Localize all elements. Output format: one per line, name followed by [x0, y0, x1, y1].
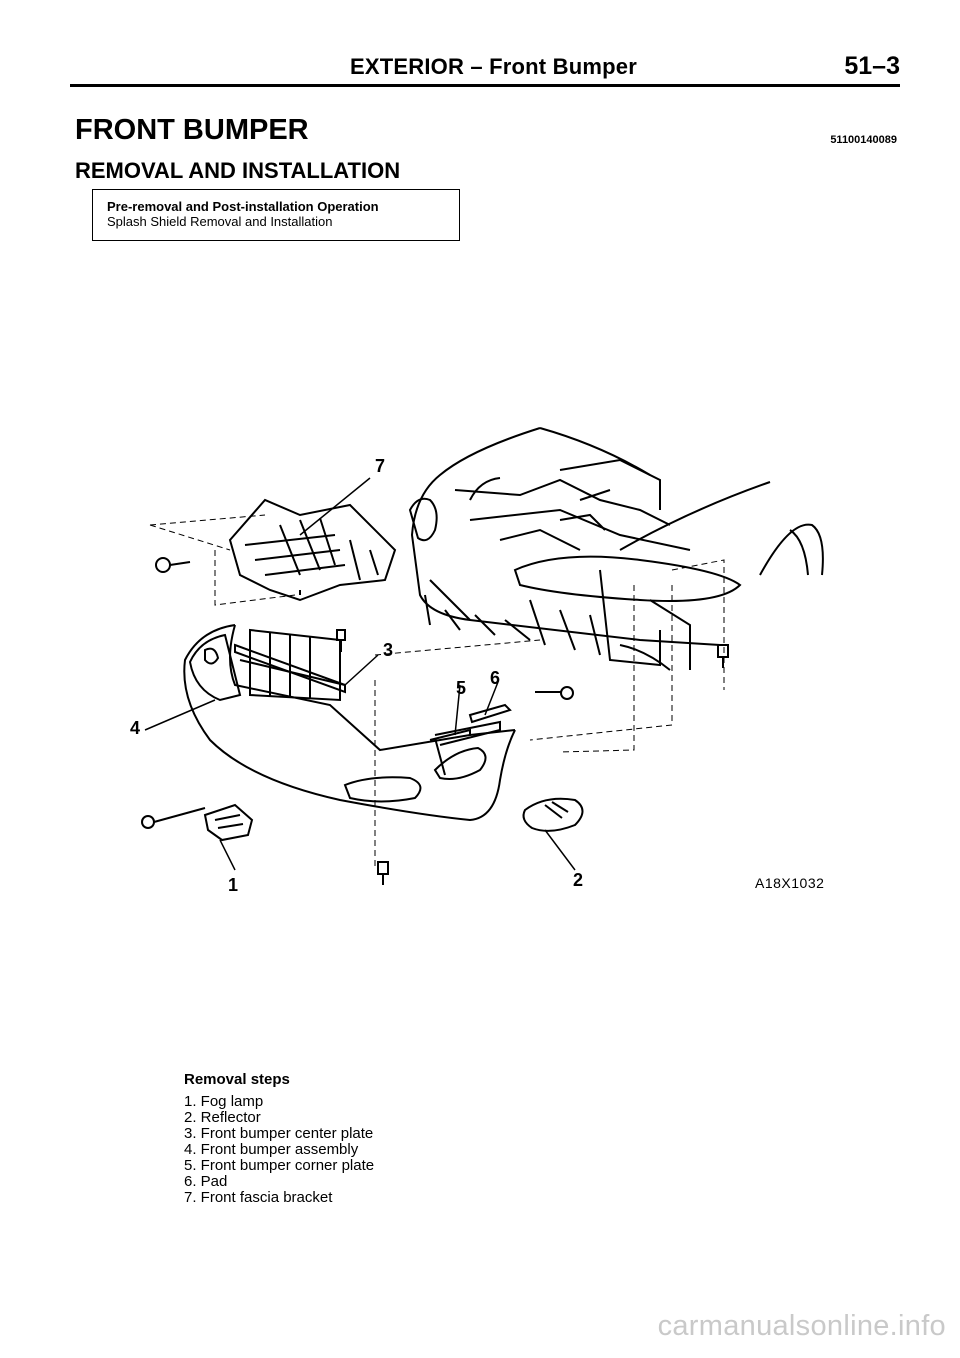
bumper-exploded-diagram: [141, 427, 824, 885]
callout-2: 2: [573, 870, 584, 890]
leader-lines: [144, 477, 576, 871]
removal-steps-heading: Removal steps: [184, 1071, 290, 1088]
removal-step: 7. Front fascia bracket: [184, 1189, 333, 1206]
watermark: carmanualsonline.info: [657, 1310, 946, 1342]
removal-step: 5. Front bumper corner plate: [184, 1157, 375, 1174]
header-title: EXTERIOR – Front Bumper: [350, 54, 637, 79]
removal-step: 3. Front bumper center plate: [184, 1125, 374, 1142]
reflector: [522, 797, 584, 832]
car-body-outline: [408, 427, 824, 671]
removal-step: 2. Reflector: [184, 1109, 261, 1126]
operation-box: Pre-removal and Post-installation Operat…: [92, 189, 460, 241]
front-bumper-assembly: [183, 624, 516, 822]
front-fascia-bracket: [155, 498, 397, 602]
callout-6: 6: [490, 668, 501, 688]
front-bumper-center-plate: [234, 643, 346, 694]
page-header: EXTERIOR – Front Bumper 51–3: [70, 48, 900, 87]
section-subtitle: REMOVAL AND INSTALLATION: [75, 158, 401, 183]
page-number: 51–3: [844, 52, 900, 80]
document-code: 51100140089: [830, 134, 897, 146]
operation-text: Splash Shield Removal and Installation: [107, 214, 333, 229]
corner-plate-and-pad: [429, 703, 512, 741]
callout-5: 5: [456, 678, 467, 698]
removal-step: 4. Front bumper assembly: [184, 1141, 359, 1158]
removal-step: 6. Pad: [184, 1173, 228, 1190]
callout-4: 4: [130, 718, 141, 738]
figure-code: A18X1032: [755, 875, 825, 891]
removal-step: 1. Fog lamp: [184, 1093, 264, 1110]
removal-steps: Removal steps 1. Fog lamp 2. Reflector 3…: [184, 1072, 374, 1206]
callout-3: 3: [383, 640, 394, 660]
callout-1: 1: [228, 875, 239, 895]
bolts: [336, 629, 729, 885]
fog-lamp: [141, 803, 254, 842]
callout-7: 7: [375, 456, 386, 476]
operation-heading: Pre-removal and Post-installation Operat…: [107, 199, 379, 214]
page-title: FRONT BUMPER: [75, 114, 309, 146]
guide-lines: [149, 514, 725, 870]
